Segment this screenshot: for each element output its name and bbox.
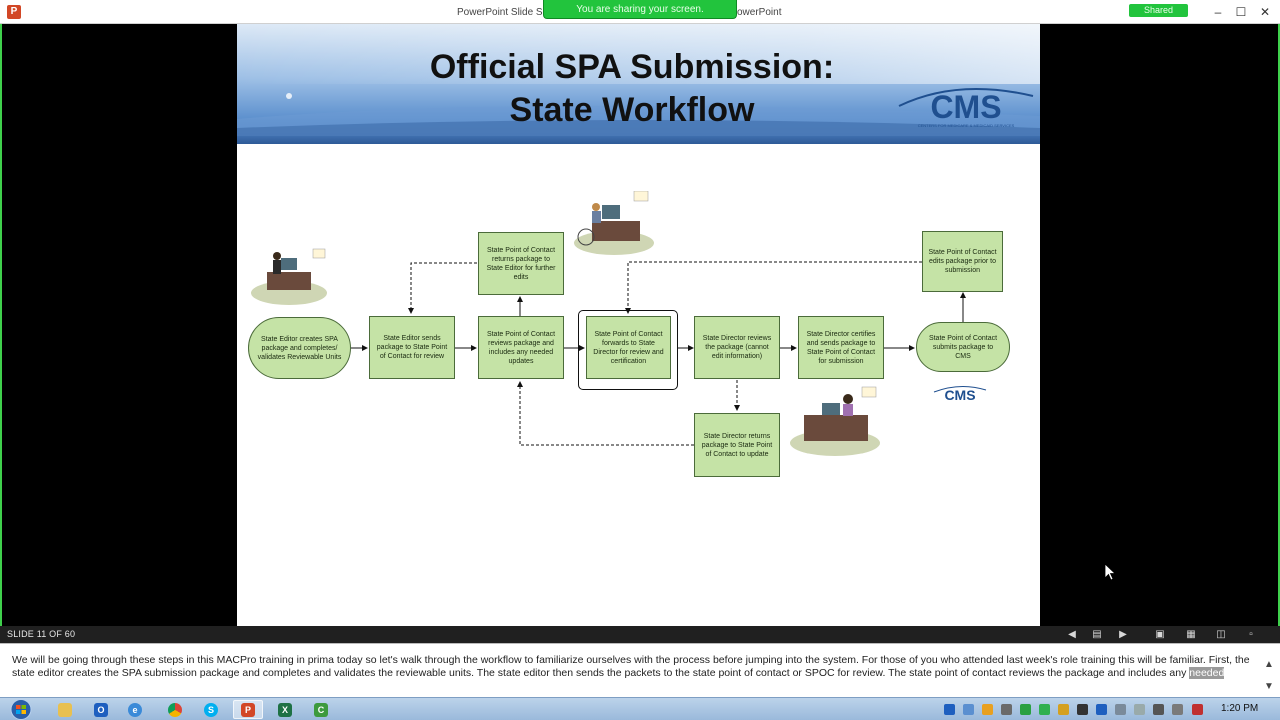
outlook-icon[interactable]: O bbox=[86, 700, 116, 719]
highlight-frame bbox=[578, 310, 678, 390]
slide-title-line2: State Workflow bbox=[509, 91, 755, 129]
windows-start-icon[interactable] bbox=[6, 698, 36, 720]
scroll-down-icon[interactable]: ▼ bbox=[1264, 681, 1274, 692]
cms-small-logo: CMS bbox=[933, 386, 987, 402]
tray-app-icon[interactable] bbox=[944, 704, 955, 715]
shared-badge[interactable]: Shared bbox=[1129, 4, 1188, 17]
header-swoosh bbox=[237, 93, 1040, 136]
file-explorer-icon[interactable] bbox=[50, 700, 80, 719]
flow-step-poc-edits: State Point of Contact edits package pri… bbox=[922, 231, 1003, 292]
tray-battery-icon[interactable] bbox=[1039, 704, 1050, 715]
window-title-left: PowerPoint Slide Sh bbox=[457, 7, 549, 18]
flow-step-poc-returns: State Point of Contact returns package t… bbox=[478, 232, 564, 295]
slideshow-statusbar: SLIDE 11 OF 60 ◀ ▤ ▶ ▣ ▦ ◫ ▫ bbox=[0, 626, 1280, 643]
internet-explorer-icon[interactable]: e bbox=[120, 700, 150, 719]
slide-header-banner: Official SPA Submission: State Workflow … bbox=[237, 24, 1040, 144]
tray-tools-icon[interactable] bbox=[982, 704, 993, 715]
flow-connectors bbox=[351, 261, 966, 446]
flow-step-editor-sends: State Editor sends package to State Poin… bbox=[369, 316, 455, 379]
excel-icon[interactable]: X bbox=[270, 700, 300, 719]
slide-canvas[interactable]: Official SPA Submission: State Workflow … bbox=[237, 24, 1040, 626]
tray-security-icon[interactable] bbox=[1077, 704, 1088, 715]
slide-sorter-icon[interactable]: ▦ bbox=[1186, 629, 1196, 640]
minimize-button[interactable]: – bbox=[1214, 5, 1222, 19]
flow-step-editor-creates: State Editor creates SPA package and com… bbox=[248, 317, 351, 379]
flow-step-director-reviews: State Director reviews the package (cann… bbox=[694, 316, 780, 379]
powerpoint-icon[interactable]: P bbox=[7, 5, 21, 19]
speaker-notes-body: We will be going through these steps in … bbox=[12, 654, 1250, 679]
cms-logo-text: CMS bbox=[930, 89, 1001, 125]
notes-scrollbar[interactable]: ▲ ▼ bbox=[1262, 658, 1276, 694]
taskbar-clock[interactable]: 1:20 PM bbox=[1221, 703, 1259, 714]
window-titlebar: P PowerPoint Slide Sh owerPoint You are … bbox=[0, 0, 1280, 24]
powerpoint-taskbar-icon[interactable]: P bbox=[233, 700, 263, 719]
state-editor-illustration bbox=[251, 248, 327, 305]
tray-display-icon[interactable] bbox=[1020, 704, 1031, 715]
windows-taskbar: O e S P X C 1:20 PM bbox=[0, 697, 1280, 720]
next-slide-icon[interactable]: ▶ bbox=[1119, 629, 1127, 640]
flow-step-director-returns: State Director returns package to State … bbox=[694, 413, 780, 477]
flow-step-poc-forwards: State Point of Contact forwards to State… bbox=[586, 316, 671, 379]
window-title-right: owerPoint bbox=[737, 7, 782, 18]
slide-menu-icon[interactable]: ▤ bbox=[1092, 629, 1102, 640]
screen-sharing-banner[interactable]: You are sharing your screen. bbox=[543, 0, 737, 19]
tray-device-icon[interactable] bbox=[1115, 704, 1126, 715]
speaker-notes-text[interactable]: We will be going through these steps in … bbox=[12, 654, 1252, 680]
tray-volume-icon[interactable] bbox=[1153, 704, 1164, 715]
normal-view-icon[interactable]: ▣ bbox=[1155, 629, 1165, 640]
tray-network-icon[interactable] bbox=[963, 704, 974, 715]
cms-logo: CMS CENTERS FOR MEDICARE & MEDICAID SERV… bbox=[898, 87, 1034, 128]
camtasia-icon[interactable]: C bbox=[306, 700, 336, 719]
slideshow-view-icon[interactable]: ▫ bbox=[1249, 629, 1253, 640]
tray-link-icon[interactable] bbox=[1001, 704, 1012, 715]
speaker-notes-selection: needed bbox=[1189, 667, 1225, 679]
cms-logo-subtext: CENTERS FOR MEDICARE & MEDICAID SERVICES bbox=[918, 123, 1015, 128]
previous-slide-icon[interactable]: ◀ bbox=[1068, 629, 1076, 640]
tray-phone-icon[interactable] bbox=[1134, 704, 1145, 715]
state-poc-illustration bbox=[574, 191, 654, 255]
maximize-button[interactable]: ☐ bbox=[1235, 5, 1247, 19]
tray-monitor-icon[interactable] bbox=[1172, 704, 1183, 715]
tray-lock-icon[interactable] bbox=[1058, 704, 1069, 715]
slide-counter: SLIDE 11 OF 60 bbox=[7, 629, 76, 639]
flow-step-poc-reviews: State Point of Contact reviews package a… bbox=[478, 316, 564, 379]
cms-small-logo-text: CMS bbox=[944, 387, 975, 402]
state-director-illustration bbox=[790, 386, 880, 456]
speaker-notes-pane[interactable]: We will be going through these steps in … bbox=[0, 643, 1280, 697]
chrome-icon[interactable] bbox=[160, 700, 190, 719]
flow-step-director-certifies: State Director certifies and sends packa… bbox=[798, 316, 884, 379]
slide-title-line1: Official SPA Submission: bbox=[429, 48, 835, 86]
tray-alert-icon[interactable] bbox=[1192, 704, 1203, 715]
skype-icon[interactable]: S bbox=[196, 700, 226, 719]
scroll-up-icon[interactable]: ▲ bbox=[1264, 659, 1274, 670]
sharing-frame bbox=[0, 24, 1280, 626]
reading-view-icon[interactable]: ◫ bbox=[1216, 629, 1226, 640]
tray-flag-icon[interactable] bbox=[1096, 704, 1107, 715]
flow-step-poc-submits: State Point of Contact submits package t… bbox=[916, 322, 1010, 372]
mouse-cursor-icon bbox=[1104, 563, 1116, 581]
close-button[interactable]: ✕ bbox=[1259, 5, 1271, 19]
